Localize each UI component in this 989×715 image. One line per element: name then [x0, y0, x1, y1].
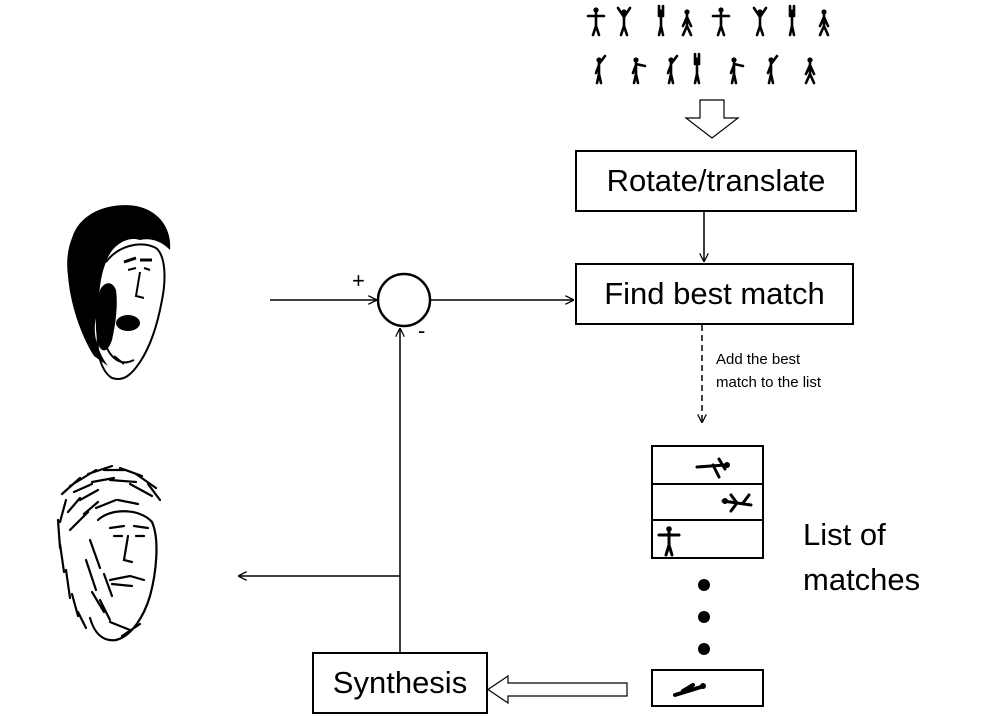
hollow-left-arrow — [486, 674, 628, 705]
pose-thumbnail-icon — [721, 493, 753, 513]
find-best-match-label: Find best match — [604, 276, 825, 311]
plus-sign: + — [352, 268, 365, 293]
match-list — [651, 445, 764, 559]
list-item — [653, 485, 762, 521]
list-item — [653, 521, 762, 557]
synthesis-label: Synthesis — [332, 665, 468, 700]
rotate-translate-box: Rotate/translate — [575, 150, 857, 212]
ellipsis-dot — [698, 643, 710, 655]
match-list-last-item — [651, 669, 764, 707]
pose-thumbnail-icon — [695, 457, 730, 479]
add-best-match-note: Add the best match to the list — [716, 348, 821, 394]
rotate-translate-label: Rotate/translate — [606, 163, 826, 198]
note-line-2: match to the list — [716, 374, 822, 391]
minus-sign: - — [418, 318, 426, 343]
pose-thumbnail-icon — [657, 526, 681, 557]
pose-thumbnail-icon — [673, 683, 706, 697]
note-line-1: Add the best — [716, 351, 801, 368]
ellipsis-dot — [698, 579, 710, 591]
list-label-line-1: List of — [803, 517, 886, 552]
summing-junction-circle — [376, 272, 432, 328]
hollow-down-arrow — [684, 99, 740, 139]
list-label-line-2: matches — [803, 562, 921, 597]
synthesis-box: Synthesis — [312, 652, 488, 714]
ellipsis-dot — [698, 611, 710, 623]
find-best-match-box: Find best match — [575, 263, 854, 325]
list-item — [653, 447, 762, 485]
list-of-matches-label: List of matches — [803, 512, 920, 602]
